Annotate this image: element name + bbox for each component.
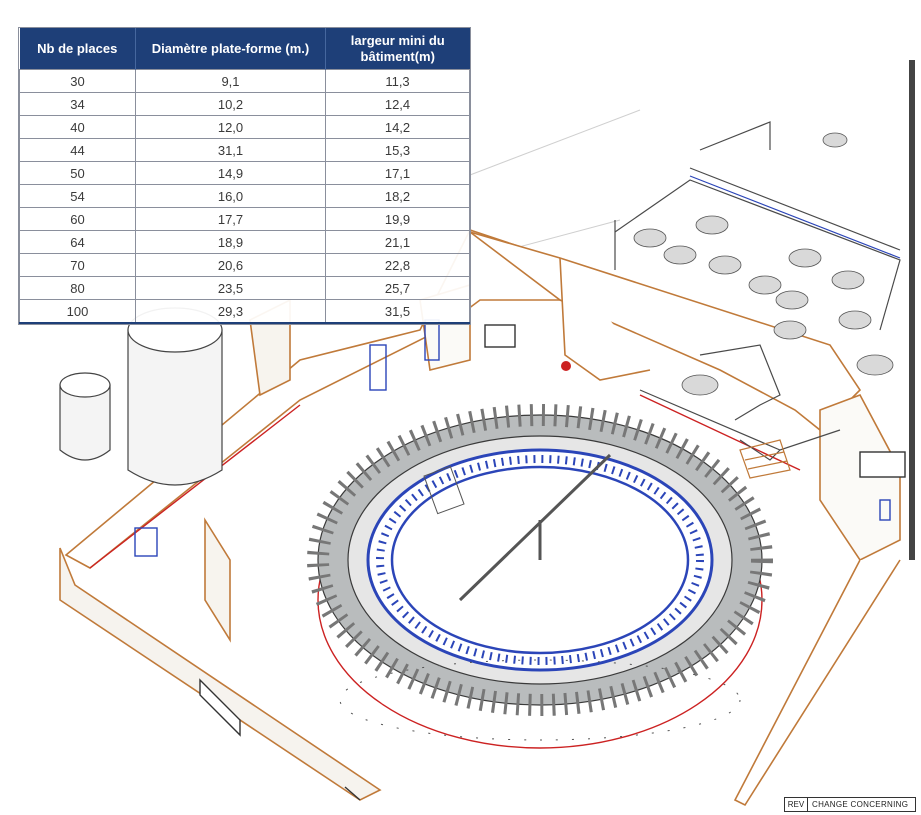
cell-width: 14,2 (325, 115, 470, 139)
cell-places: 54 (19, 184, 136, 208)
windows (199, 324, 906, 801)
cell-width: 18,2 (325, 184, 470, 208)
rev-label: REV (785, 798, 808, 811)
cell-diameter: 20,6 (135, 253, 326, 277)
cell-width: 21,1 (325, 230, 470, 254)
cell-diameter: 10,2 (135, 92, 326, 116)
cell-width: 17,1 (325, 161, 470, 185)
cell-diameter: 17,7 (135, 207, 326, 231)
cell-diameter: 31,1 (135, 138, 326, 162)
platform-dimensions-table: Nb de places Diamètre plate-forme (m.) l… (19, 28, 470, 324)
cell-places: 70 (19, 253, 136, 277)
rotary-platform (307, 404, 773, 741)
cell-places: 44 (19, 138, 136, 162)
change-concerning-label: CHANGE CONCERNING (812, 800, 909, 809)
cell-width: 11,3 (325, 69, 470, 93)
cell-places: 34 (19, 92, 136, 116)
cell-places: 80 (19, 276, 136, 300)
cell-places: 100 (19, 299, 136, 324)
cell-diameter: 12,0 (135, 115, 326, 139)
stairs (739, 439, 791, 479)
cell-diameter: 16,0 (135, 184, 326, 208)
doors-and-stairs (134, 319, 891, 557)
cell-width: 25,7 (325, 276, 470, 300)
cell-width: 19,9 (325, 207, 470, 231)
cows (633, 132, 894, 396)
cell-places: 64 (19, 230, 136, 254)
cell-places: 30 (19, 69, 136, 93)
cell-places: 60 (19, 207, 136, 231)
cell-diameter: 14,9 (135, 161, 326, 185)
operator (561, 361, 571, 371)
cell-diameter: 23,5 (135, 276, 326, 300)
header-places: Nb de places (19, 28, 136, 70)
header-platform-diameter: Diamètre plate-forme (m.) (135, 28, 326, 70)
milk-tanks (59, 307, 223, 486)
page-edge-shadow (909, 60, 915, 560)
header-building-width: largeur mini du bâtiment(m) (325, 28, 470, 70)
cell-diameter: 29,3 (135, 299, 326, 324)
cell-width: 22,8 (325, 253, 470, 277)
table-header-row: Nb de places Diamètre plate-forme (m.) l… (19, 28, 470, 70)
cell-width: 12,4 (325, 92, 470, 116)
cell-width: 31,5 (325, 299, 470, 324)
title-block-strip: REV CHANGE CONCERNING (784, 797, 916, 812)
cell-diameter: 18,9 (135, 230, 326, 254)
cell-diameter: 9,1 (135, 69, 326, 93)
cell-places: 50 (19, 161, 136, 185)
cell-width: 15,3 (325, 138, 470, 162)
cell-places: 40 (19, 115, 136, 139)
